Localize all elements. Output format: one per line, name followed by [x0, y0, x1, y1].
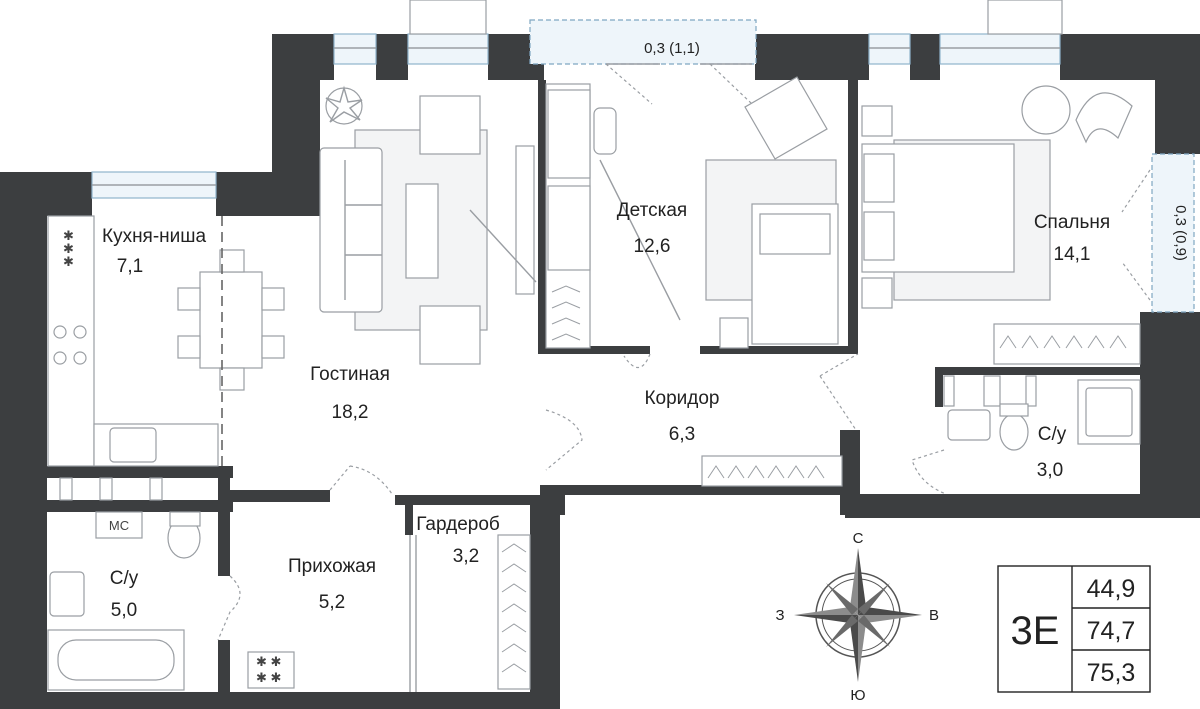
windows	[91, 0, 1063, 199]
nightstand	[719, 317, 749, 349]
hall-area: 5,2	[319, 592, 345, 613]
armchair	[419, 305, 481, 365]
hall-name: Прихожая	[288, 556, 376, 577]
hood-icon: ✱✱✱	[63, 228, 74, 269]
heater-icon	[247, 651, 295, 689]
svg-text:✱: ✱	[63, 228, 74, 243]
wardrobe-name: Гардероб	[416, 514, 500, 535]
wardrobe-kids	[547, 185, 591, 271]
small-bath-furniture	[911, 375, 1141, 495]
corridor-area: 6,3	[669, 424, 695, 445]
chair	[593, 107, 617, 155]
living-name: Гостиная	[310, 364, 390, 385]
armchair	[419, 95, 481, 155]
balcony-top-label: 0,3 (1,1)	[644, 40, 700, 57]
balcony-right: 0,3 (0,9)	[1121, 153, 1195, 313]
washer	[95, 511, 143, 539]
bath-small-area: 3,0	[1037, 460, 1063, 481]
washer-label: МС	[109, 518, 129, 533]
total-area: 74,7	[1087, 617, 1136, 645]
corridor-furniture	[545, 353, 859, 487]
dining-table	[199, 271, 263, 369]
kids-name: Детская	[617, 200, 687, 221]
kitchen-name: Кухня-ниша	[102, 226, 207, 247]
bedroom-name: Спальня	[1034, 212, 1110, 233]
toilet-icon	[999, 413, 1029, 451]
living-furniture	[319, 85, 537, 365]
corridor-wardrobe	[701, 455, 843, 487]
svg-text:✱: ✱	[63, 254, 74, 269]
desk	[547, 89, 591, 179]
bedroom-furniture	[861, 85, 1141, 365]
large-bath-furniture: МС	[47, 477, 241, 691]
apartment-type: 3Е	[1011, 609, 1060, 653]
round-table	[1021, 85, 1071, 135]
bath-large-area: 5,0	[111, 600, 137, 621]
wardrobe-area: 3,2	[453, 546, 479, 567]
kids-furniture	[545, 76, 839, 349]
total-with-balcony: 75,3	[1087, 659, 1136, 687]
compass-north: С	[853, 530, 864, 547]
svg-text:✱ ✱: ✱ ✱	[256, 670, 281, 685]
tv-stand	[515, 145, 535, 295]
balcony-top: 0,3 (1,1)	[529, 19, 757, 105]
balcony-right-label: 0,3 (0,9)	[1172, 205, 1189, 261]
kids-armchair	[744, 76, 828, 160]
kitchen-area: 7,1	[117, 256, 143, 277]
bath-small-name: С/у	[1038, 424, 1067, 445]
walls	[0, 34, 1200, 709]
nightstand	[861, 105, 893, 137]
wardrobe-furniture	[497, 534, 531, 690]
kitchen-sink-icon	[109, 427, 157, 463]
living-area-total: 44,9	[1087, 575, 1136, 603]
area-summary: 3Е 44,9 74,7 75,3	[997, 565, 1151, 693]
hall-furniture: ✱ ✱✱ ✱	[247, 465, 417, 692]
compass-south: Ю	[850, 687, 865, 704]
coffee-table	[405, 183, 439, 279]
hob-icon	[53, 325, 87, 365]
living-area: 18,2	[332, 402, 369, 423]
svg-text:✱ ✱: ✱ ✱	[256, 654, 281, 669]
bedroom-armchair	[1075, 92, 1133, 144]
hangers-kids	[551, 285, 581, 341]
sofa	[319, 147, 383, 313]
corridor-name: Коридор	[644, 388, 719, 409]
sink-icon	[49, 571, 85, 617]
bedroom-area: 14,1	[1054, 244, 1091, 265]
compass-icon: С Ю З В	[775, 530, 939, 704]
kids-area: 12,6	[634, 236, 671, 257]
sink-icon	[947, 409, 991, 441]
bedroom-wardrobe	[993, 323, 1141, 365]
bath-large-name: С/у	[110, 568, 139, 589]
nightstand	[861, 277, 893, 309]
compass-east: В	[929, 607, 939, 624]
svg-text:✱: ✱	[63, 241, 74, 256]
plant-icon	[325, 85, 363, 125]
kitchen-furniture: ✱✱✱	[47, 215, 285, 470]
compass-west: З	[775, 607, 784, 624]
